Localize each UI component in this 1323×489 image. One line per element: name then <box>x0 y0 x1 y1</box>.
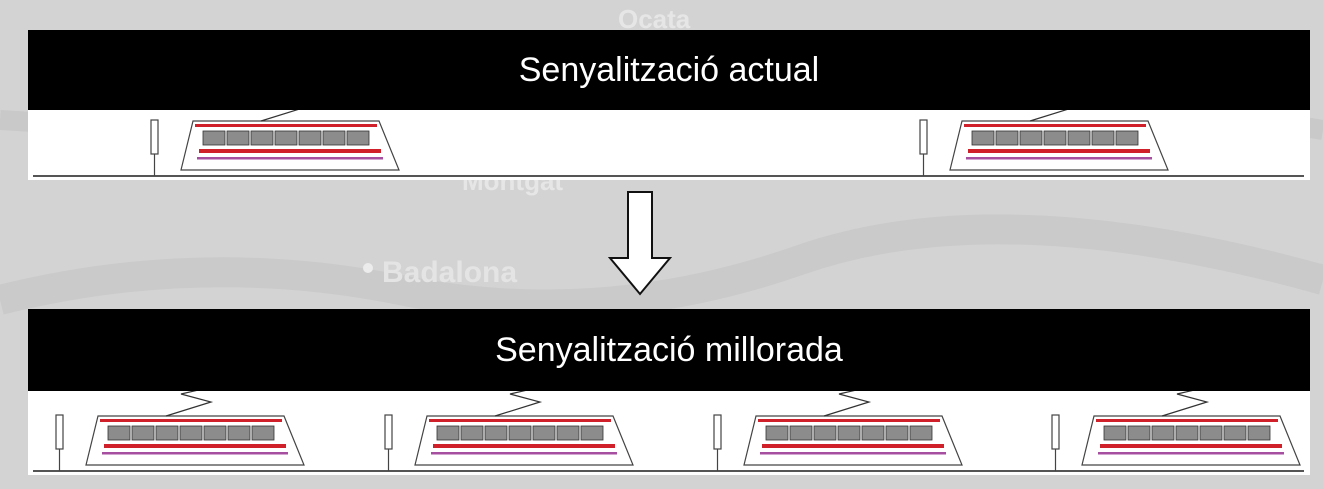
signal-and-tram <box>1051 385 1301 471</box>
signal-and-tram <box>150 90 400 176</box>
signal-and-tram <box>55 385 305 471</box>
improved-track-diagram <box>33 385 1304 472</box>
tram-icon <box>85 385 305 466</box>
down-arrow-icon <box>607 191 673 296</box>
signal-icon <box>150 119 159 155</box>
current-track-diagram <box>33 90 1304 177</box>
tram-icon <box>743 385 963 466</box>
pantograph-icon <box>165 385 217 417</box>
tram-icon <box>180 90 400 171</box>
map-label-badalona: Badalona <box>382 256 517 289</box>
signal-icon <box>384 414 393 450</box>
tram-icon <box>414 385 634 466</box>
signal-and-tram <box>384 385 634 471</box>
current-signaling-strip <box>28 90 1310 180</box>
pantograph-icon <box>1161 385 1213 417</box>
signal-icon <box>713 414 722 450</box>
signal-icon <box>1051 414 1060 450</box>
pantograph-icon <box>260 90 312 122</box>
tram-icon <box>949 90 1169 171</box>
signal-and-tram <box>919 90 1169 176</box>
tram-icon <box>1081 385 1301 466</box>
signal-icon <box>55 414 64 450</box>
map-label-ocata: Ocata <box>618 4 691 34</box>
pantograph-icon <box>494 385 546 417</box>
pantograph-icon <box>1029 90 1081 122</box>
current-signaling-label: Senyalització actual <box>518 50 820 89</box>
signal-and-tram <box>713 385 963 471</box>
improved-signaling-strip <box>28 385 1310 475</box>
map-dot-badalona <box>363 263 373 273</box>
current-signaling-header: Senyalització actual <box>28 30 1310 110</box>
signal-icon <box>919 119 928 155</box>
improved-signaling-label: Senyalització millorada <box>495 330 843 369</box>
improved-signaling-header: Senyalització millorada <box>28 309 1310 391</box>
pantograph-icon <box>823 385 875 417</box>
